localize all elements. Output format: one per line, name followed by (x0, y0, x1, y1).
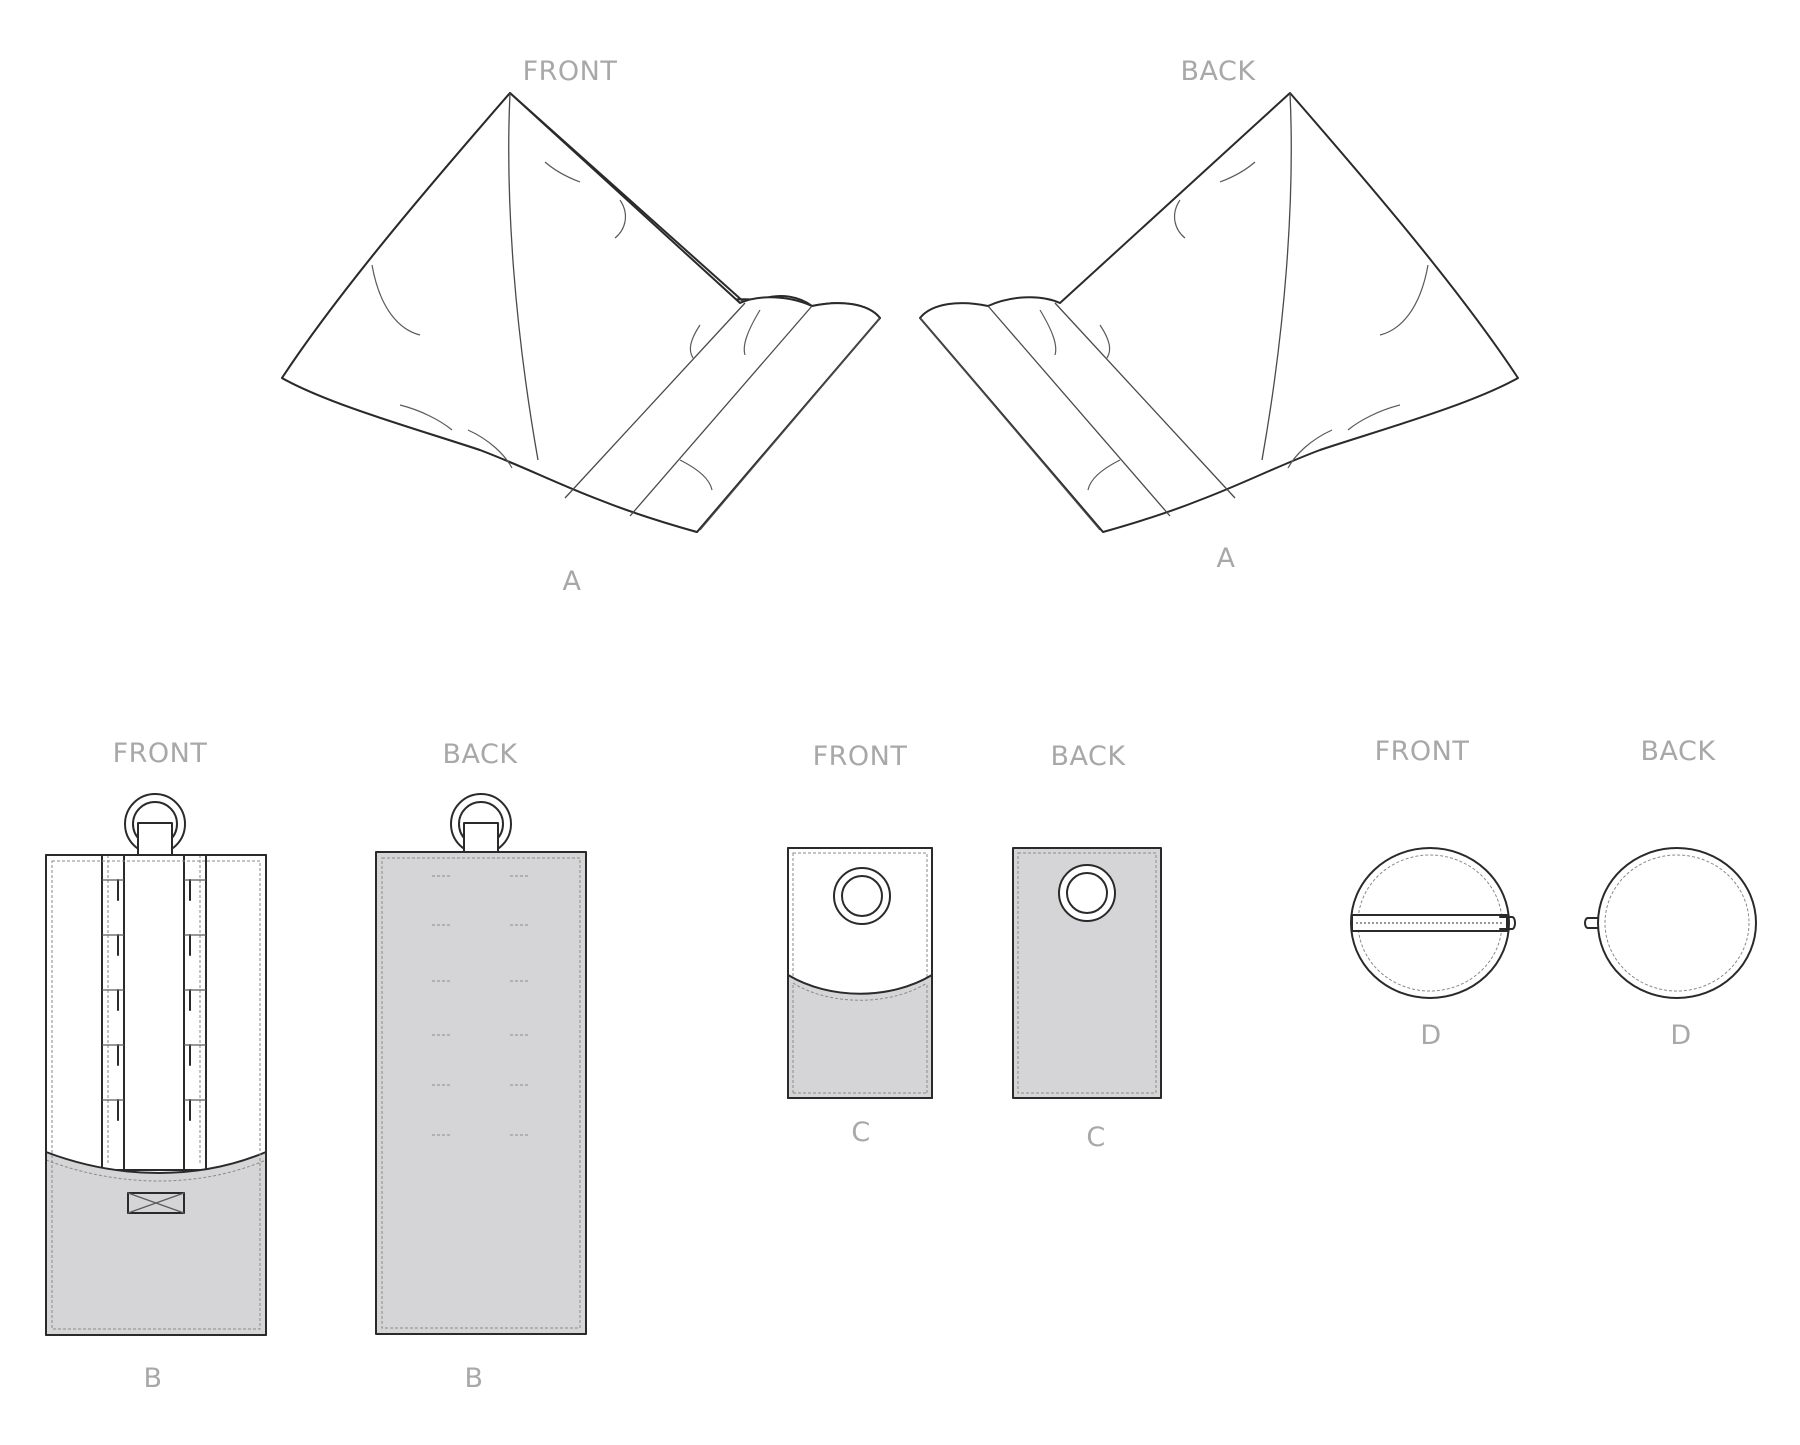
pouch-d-front-drawing (1350, 847, 1516, 999)
view-c-back-letter: C (1086, 1122, 1105, 1153)
view-d-front: FRONT D (1350, 736, 1516, 1051)
view-a-back-title: BACK (1180, 56, 1256, 87)
pouch-d-back-drawing (1584, 847, 1757, 999)
view-b-back-title: BACK (442, 739, 518, 770)
view-d-front-title: FRONT (1375, 736, 1470, 767)
zipper-pull-icon (1584, 917, 1599, 929)
view-c-front: FRONT C (787, 741, 933, 1148)
view-c-front-title: FRONT (813, 741, 908, 772)
zipper-pull-icon (1499, 916, 1516, 930)
view-a-back: BACK A (919, 56, 1519, 574)
view-c-back: BACK C (1012, 741, 1162, 1153)
view-d-back-title: BACK (1640, 736, 1716, 767)
view-d-front-letter: D (1420, 1020, 1441, 1051)
view-c-back-title: BACK (1050, 741, 1126, 772)
view-a-front-title: FRONT (523, 56, 618, 87)
view-b-back: BACK B (375, 739, 587, 1394)
front-pocket (788, 975, 932, 1098)
elastic-loops (102, 879, 206, 1121)
view-b-back-letter: B (464, 1363, 483, 1394)
zipper (1351, 914, 1516, 932)
view-b-front-letter: B (143, 1363, 162, 1394)
view-a-front-letter: A (563, 566, 582, 597)
tack-marks (432, 875, 528, 1136)
tag-c-front-drawing (787, 847, 933, 1099)
tag-c-back-drawing (1012, 847, 1162, 1099)
view-c-front-letter: C (851, 1117, 870, 1148)
view-b-front-title: FRONT (113, 738, 208, 769)
organizer-b-back-drawing (375, 793, 587, 1335)
pillow-a-back-drawing (919, 92, 1519, 533)
view-b-front: FRONT (45, 738, 267, 1394)
view-d-back: BACK D (1584, 736, 1757, 1051)
view-d-back-letter: D (1670, 1020, 1691, 1051)
view-a-front: FRONT A (281, 56, 881, 597)
front-pocket (46, 1152, 266, 1335)
view-a-back-letter: A (1217, 543, 1236, 574)
pillow-a-front-drawing (281, 92, 881, 533)
organizer-b-front-drawing (45, 793, 267, 1336)
